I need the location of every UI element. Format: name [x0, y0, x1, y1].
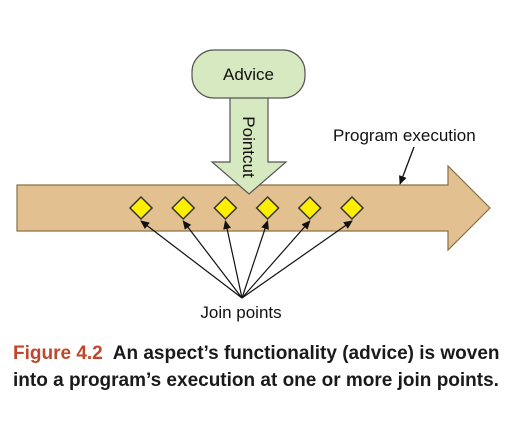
pointcut-label: Pointcut — [239, 116, 258, 178]
program-execution-label: Program execution — [333, 126, 476, 145]
program-execution-pointer — [399, 146, 415, 185]
join-point-pointer-line — [182, 220, 243, 299]
join-point-pointers — [140, 220, 353, 299]
pointcut-arrow — [210, 89, 288, 195]
join-points-label: Join points — [200, 303, 281, 322]
program-execution-arrow — [16, 164, 491, 252]
join-point-diamond — [255, 195, 280, 221]
join-point-diamond — [339, 195, 365, 221]
join-point-pointer-line — [241, 220, 269, 299]
join-point-diamond — [297, 195, 322, 221]
join-point-pointer-line — [140, 220, 243, 299]
advice-label: Advice — [223, 65, 274, 84]
join-point-diamond — [128, 195, 154, 221]
join-point-pointer-line — [241, 220, 353, 299]
figure-number: Figure 4.2 — [13, 343, 103, 364]
join-point-diamond — [213, 195, 238, 221]
caption-text: An aspect’s functionality (advice) is wo… — [13, 343, 500, 391]
join-point-pointer-line — [241, 220, 311, 299]
join-point-diamond — [171, 195, 196, 221]
advice-box — [191, 49, 306, 99]
aop-diagram: Advice Pointcut Program execution Join p… — [16, 49, 491, 322]
join-point-pointer-line — [223, 220, 243, 299]
join-points-group — [128, 195, 365, 221]
